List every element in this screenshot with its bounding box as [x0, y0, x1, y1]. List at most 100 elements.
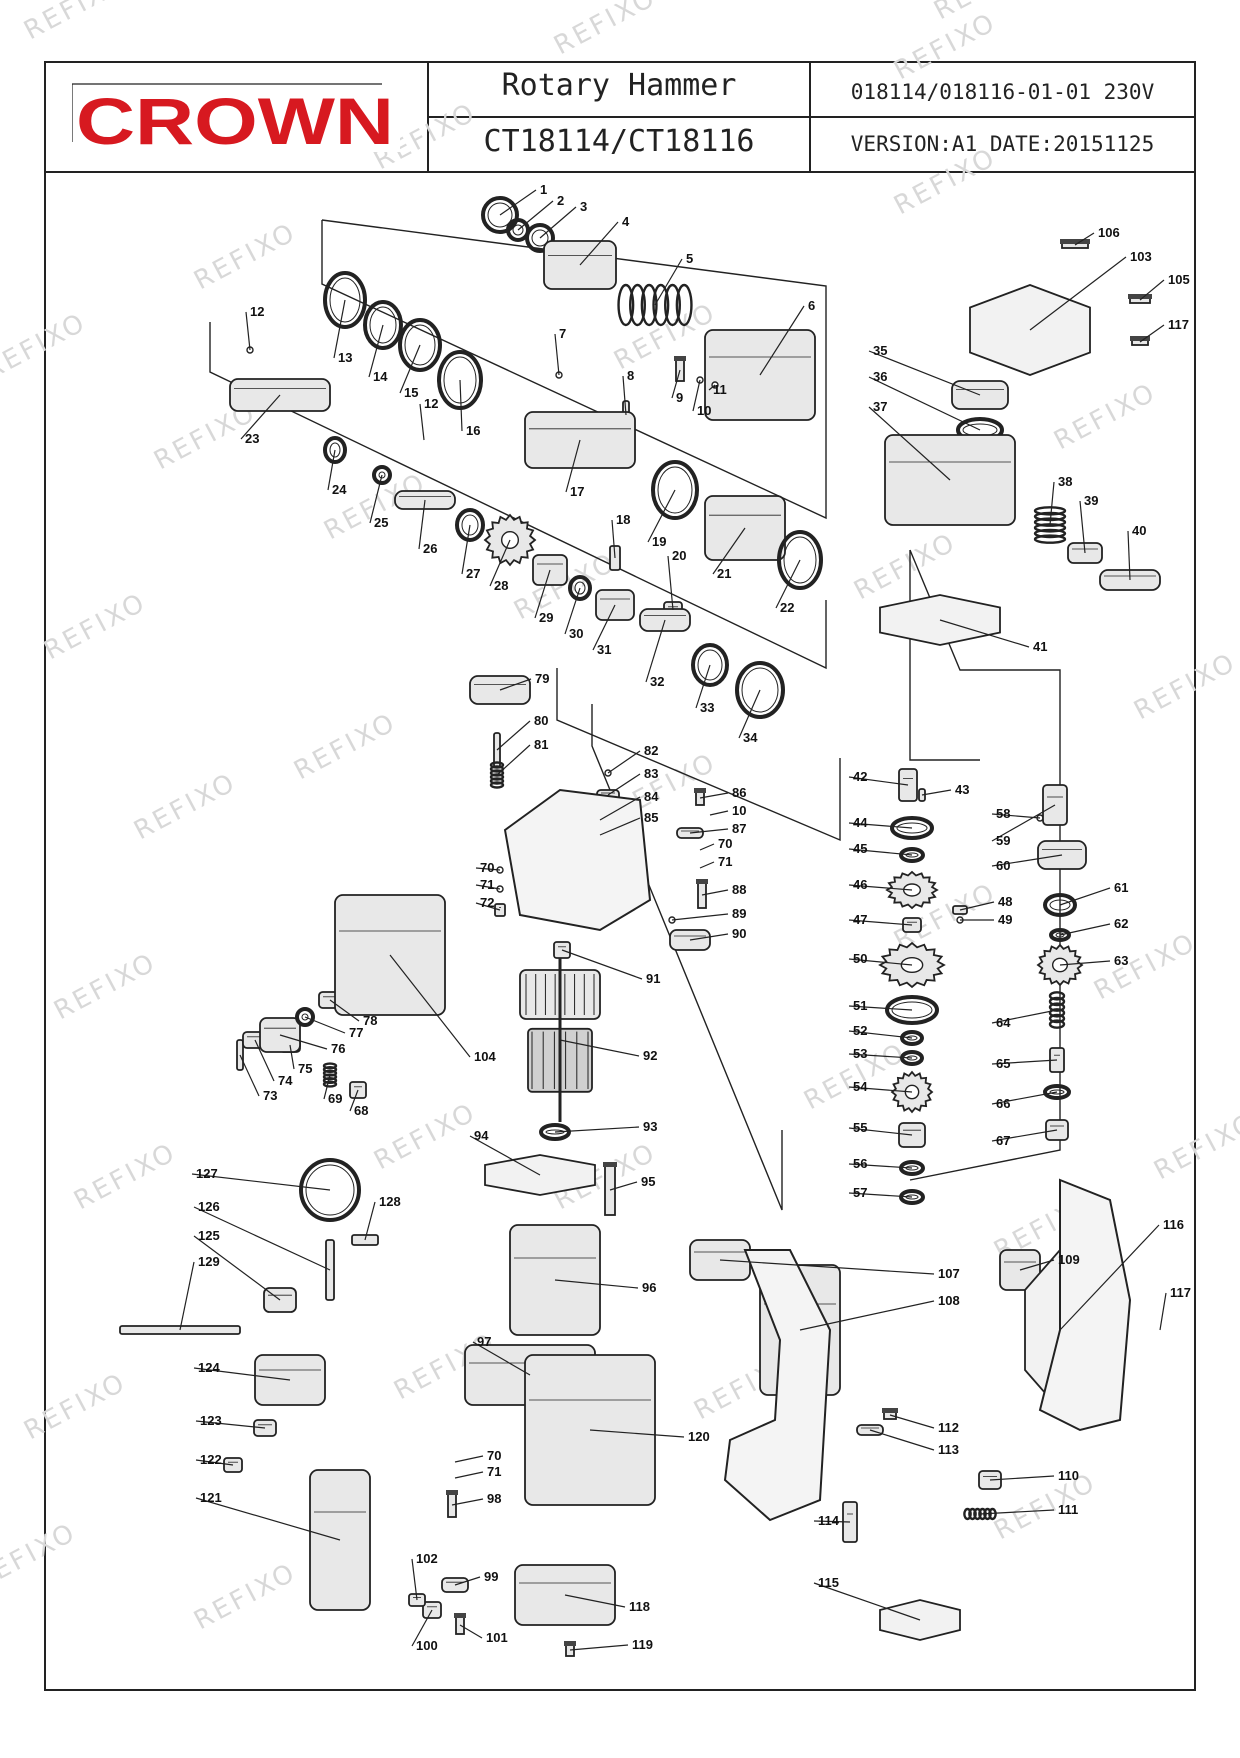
leader-line — [459, 1624, 483, 1639]
part-number-label: 104 — [474, 1049, 496, 1064]
part-number-label: 117 — [1170, 1285, 1191, 1300]
part-number-label: 75 — [298, 1061, 312, 1076]
part-number-label: 49 — [998, 912, 1012, 927]
part-number-label: 90 — [732, 926, 746, 941]
part-number-label: 123 — [200, 1413, 222, 1428]
part-number-label: 99 — [484, 1569, 498, 1584]
part-number-label: 107 — [938, 1266, 960, 1281]
part-number-label: 37 — [873, 399, 887, 414]
part-number-label: 81 — [534, 737, 548, 752]
leader-line — [738, 689, 761, 739]
part-number-label: 2 — [557, 193, 564, 208]
leader-line — [193, 1235, 281, 1301]
product-name: Rotary Hammer — [501, 68, 737, 103]
leader-line — [454, 1576, 481, 1586]
part-number-label: 89 — [732, 906, 746, 921]
leader-line — [191, 1173, 331, 1191]
leader-line — [1059, 1224, 1160, 1331]
leader-line — [1079, 500, 1086, 554]
leader-line — [561, 949, 643, 980]
part-98 — [446, 1490, 458, 1518]
part-number-label: 93 — [643, 1119, 657, 1134]
part-69 — [322, 1062, 338, 1088]
part-number-label: 109 — [1058, 1252, 1080, 1267]
part-number-label: 61 — [1114, 880, 1128, 895]
part-number-label: 82 — [644, 743, 658, 758]
part-33 — [691, 643, 729, 687]
part-15 — [398, 318, 442, 372]
part-number-label: 66 — [996, 1096, 1010, 1111]
part-51 — [885, 995, 939, 1025]
leader-line — [279, 1034, 328, 1050]
part-number-label: 86 — [732, 785, 746, 800]
leader-line — [368, 324, 384, 378]
leader-line — [699, 792, 729, 799]
part-number-label: 70 — [718, 836, 732, 851]
leader-line — [1049, 481, 1055, 526]
version-date: VERSION:A1 DATE:20151125 — [850, 132, 1155, 156]
leader-line — [689, 828, 729, 834]
leader-line — [699, 861, 715, 869]
part-number-label: 74 — [278, 1073, 293, 1088]
part-number-label: 26 — [423, 541, 437, 556]
leader-line — [554, 1279, 639, 1289]
leader-line — [1074, 232, 1095, 246]
leader-line — [411, 1558, 418, 1601]
leader-line — [959, 901, 995, 911]
part-number-label: 113 — [938, 1442, 959, 1457]
part-number-label: 48 — [998, 894, 1012, 909]
watermark-text: REFIXO — [849, 527, 962, 606]
part-number-label: 3 — [580, 199, 587, 214]
leader-line — [1059, 887, 1111, 906]
part-number-label: 108 — [938, 1293, 960, 1308]
leader-line — [496, 744, 531, 776]
part-number-label: 42 — [853, 769, 867, 784]
part-number-label: 121 — [200, 1490, 222, 1505]
leader-line — [289, 1044, 295, 1070]
part-30 — [568, 575, 592, 601]
part-16 — [437, 350, 483, 410]
watermark-text: REFIXO — [69, 1137, 182, 1216]
part-112 — [882, 1408, 898, 1420]
part-number-label: 30 — [569, 626, 583, 641]
part-number-label: 68 — [354, 1103, 368, 1118]
leader-line — [848, 1086, 913, 1093]
leader-line — [813, 1582, 921, 1621]
part-number-label: 98 — [487, 1491, 501, 1506]
leader-line — [991, 854, 1063, 867]
part-number-label: 53 — [853, 1046, 867, 1061]
part-88 — [696, 879, 708, 909]
part-number-label: 50 — [853, 951, 867, 966]
watermark-text: REFIXO — [189, 1557, 302, 1636]
part-number-label: 41 — [1033, 639, 1047, 654]
leader-line — [799, 1300, 935, 1331]
leader-line — [989, 1475, 1055, 1481]
part-number-label: 65 — [996, 1056, 1010, 1071]
leader-line — [622, 375, 627, 416]
leader-line — [848, 1127, 913, 1136]
leader-line — [645, 619, 666, 683]
part-27 — [455, 508, 485, 542]
part-number-label: 12 — [424, 396, 438, 411]
leader-line — [1019, 1259, 1055, 1271]
part-number-label: 118 — [629, 1599, 650, 1614]
part-number-label: 106 — [1098, 225, 1120, 240]
part-number-label: 96 — [642, 1280, 656, 1295]
part-number-label: 80 — [534, 713, 548, 728]
part-number-label: 112 — [938, 1420, 959, 1435]
part-66 — [1043, 1084, 1071, 1100]
part-number-label: 12 — [250, 304, 264, 319]
part-14 — [363, 300, 403, 350]
leader-line — [868, 406, 951, 481]
part-number-label: 102 — [416, 1551, 438, 1566]
drawing-code: 018114/018116-01-01 230V — [850, 80, 1155, 104]
part-number-label: 1 — [540, 182, 547, 197]
leader-line — [708, 384, 716, 391]
leader-line — [369, 474, 383, 524]
part-1 — [481, 196, 519, 234]
part-number-label: 21 — [717, 566, 731, 581]
leader-line — [991, 813, 1041, 819]
part-number-label: 39 — [1084, 493, 1098, 508]
part-106 — [1060, 239, 1090, 249]
